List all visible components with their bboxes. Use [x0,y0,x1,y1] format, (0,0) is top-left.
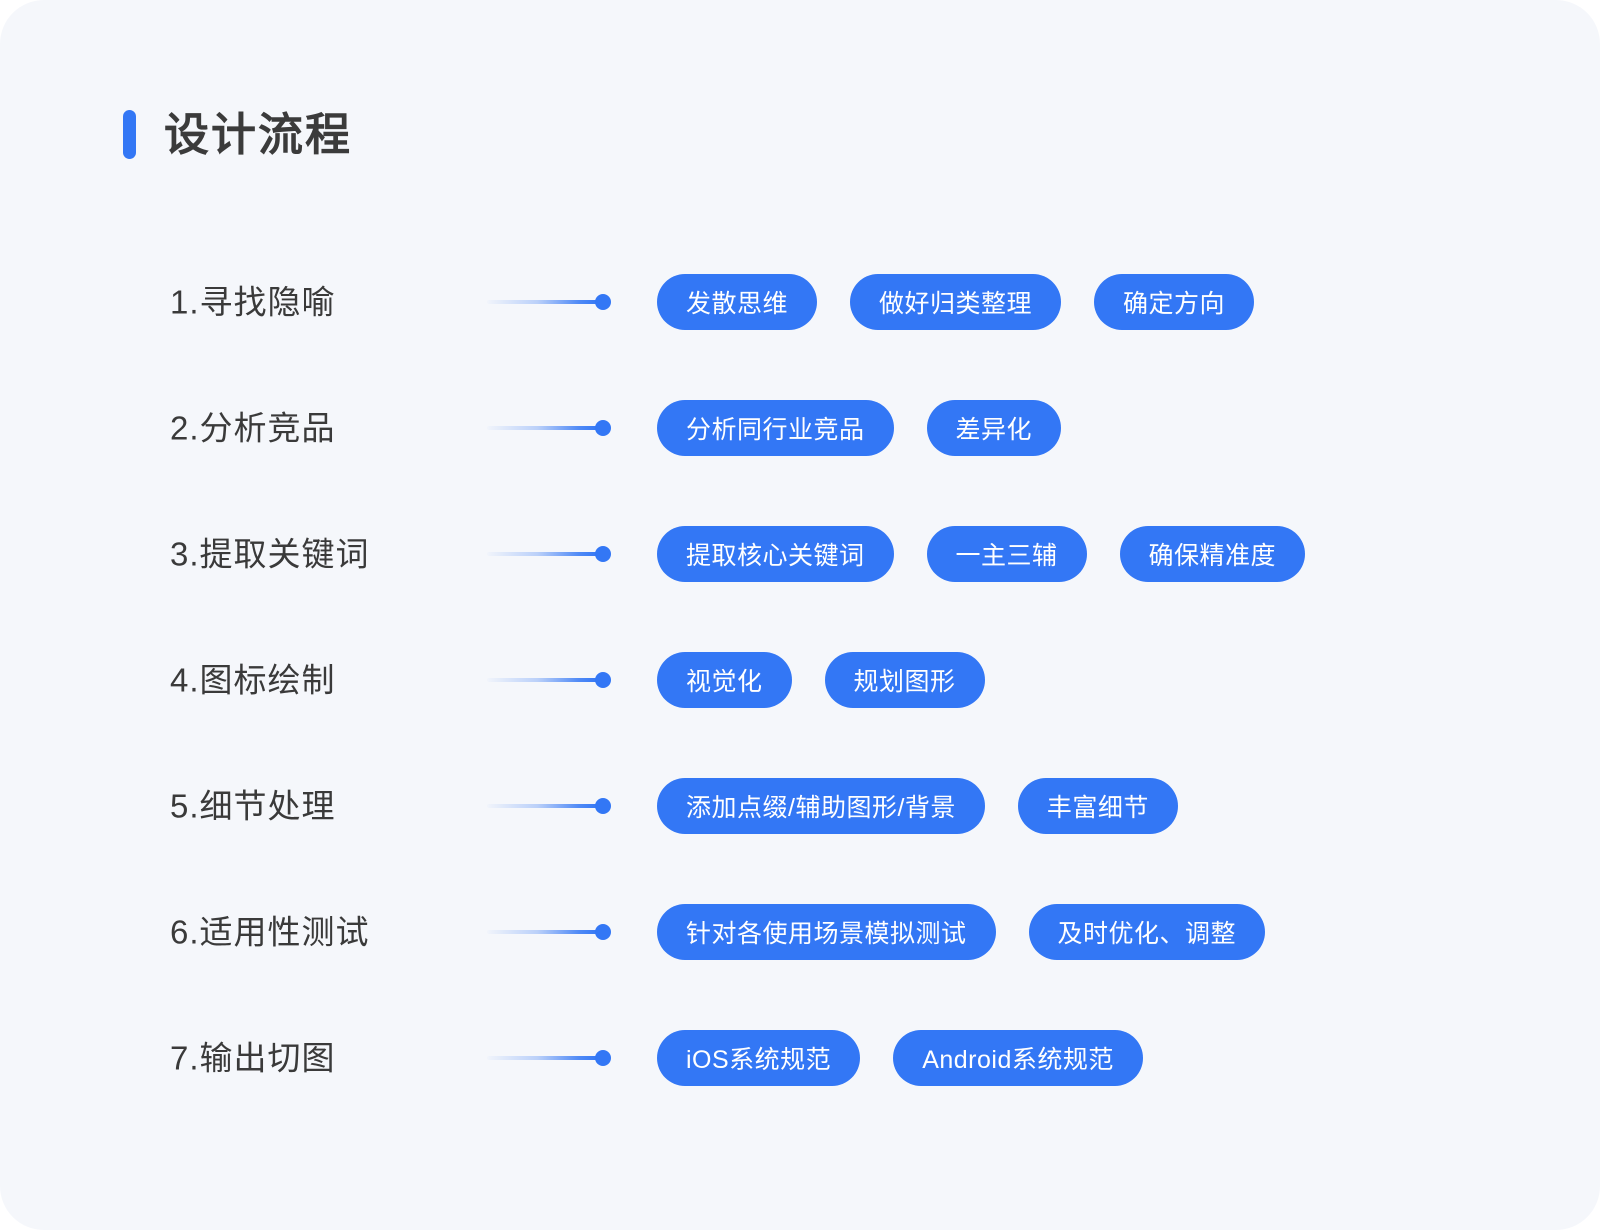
step-pill[interactable]: 规划图形 [824,652,985,708]
connector-dot-icon [595,924,611,940]
step-pill[interactable]: 添加点缀/辅助图形/背景 [657,778,985,834]
step-pill[interactable]: 差异化 [926,400,1062,456]
step-pill-group: 分析同行业竞品差异化 [657,400,1062,456]
step-connector [487,798,611,814]
connector-line-icon [487,1056,599,1060]
step-pill-group: 提取核心关键词一主三辅确保精准度 [657,526,1306,582]
step-pill-group: 针对各使用场景模拟测试及时优化、调整 [657,904,1266,960]
step-label: 7.输出切图 [170,1039,336,1077]
step-pill[interactable]: 视觉化 [657,652,792,708]
flow-step-row: 2.分析竞品 分析同行业竞品差异化 [0,365,1600,491]
connector-dot-icon [595,1050,611,1066]
step-pill[interactable]: 分析同行业竞品 [657,400,894,456]
connector-dot-icon [595,420,611,436]
step-label: 1.寻找隐喻 [170,283,336,321]
step-pill[interactable]: 发散思维 [657,274,818,330]
step-label: 6.适用性测试 [170,913,370,951]
step-pill[interactable]: 确定方向 [1094,274,1255,330]
step-pill[interactable]: Android系统规范 [893,1030,1143,1086]
flow-step-row: 6.适用性测试 针对各使用场景模拟测试及时优化、调整 [0,869,1600,995]
flow-step-row: 7.输出切图 iOS系统规范 Android系统规范 [0,995,1600,1121]
step-connector [487,1050,611,1066]
title-accent-bar [123,110,136,159]
step-label: 4.图标绘制 [170,661,336,699]
step-connector [487,546,611,562]
connector-line-icon [487,552,599,556]
connector-line-icon [487,678,599,682]
step-connector [487,294,611,310]
step-pill[interactable]: 一主三辅 [926,526,1087,582]
connector-line-icon [487,930,599,934]
step-pill[interactable]: 及时优化、调整 [1028,904,1266,960]
step-pill[interactable]: 确保精准度 [1119,526,1306,582]
flow-step-row: 5.细节处理 添加点缀/辅助图形/背景丰富细节 [0,743,1600,869]
step-connector [487,672,611,688]
connector-line-icon [487,804,599,808]
connector-dot-icon [595,672,611,688]
connector-line-icon [487,426,599,430]
step-label: 2.分析竞品 [170,409,336,447]
step-connector [487,420,611,436]
flow-step-list: 1.寻找隐喻 发散思维做好归类整理确定方向 2.分析竞品 分析同行业竞品差异化 3.提取… [0,239,1600,1121]
step-pill[interactable]: 提取核心关键词 [657,526,894,582]
connector-dot-icon [595,798,611,814]
page-title: 设计流程 [164,109,353,160]
flow-step-row: 3.提取关键词 提取核心关键词一主三辅确保精准度 [0,491,1600,617]
step-connector [487,924,611,940]
connector-dot-icon [595,546,611,562]
flow-step-row: 1.寻找隐喻 发散思维做好归类整理确定方向 [0,239,1600,365]
step-label: 3.提取关键词 [170,535,370,573]
step-pill-group: 发散思维做好归类整理确定方向 [657,274,1255,330]
step-pill[interactable]: 做好归类整理 [850,274,1062,330]
step-pill-group: 视觉化规划图形 [657,652,985,708]
flow-step-row: 4.图标绘制 视觉化规划图形 [0,617,1600,743]
step-pill-group: 添加点缀/辅助图形/背景丰富细节 [657,778,1178,834]
step-pill-group: iOS系统规范 Android系统规范 [657,1030,1143,1086]
step-pill[interactable]: 针对各使用场景模拟测试 [657,904,996,960]
connector-line-icon [487,300,599,304]
page-header: 设计流程 [123,110,352,159]
step-pill[interactable]: iOS系统规范 [657,1030,861,1086]
connector-dot-icon [595,294,611,310]
step-pill[interactable]: 丰富细节 [1017,778,1178,834]
step-label: 5.细节处理 [170,787,336,825]
